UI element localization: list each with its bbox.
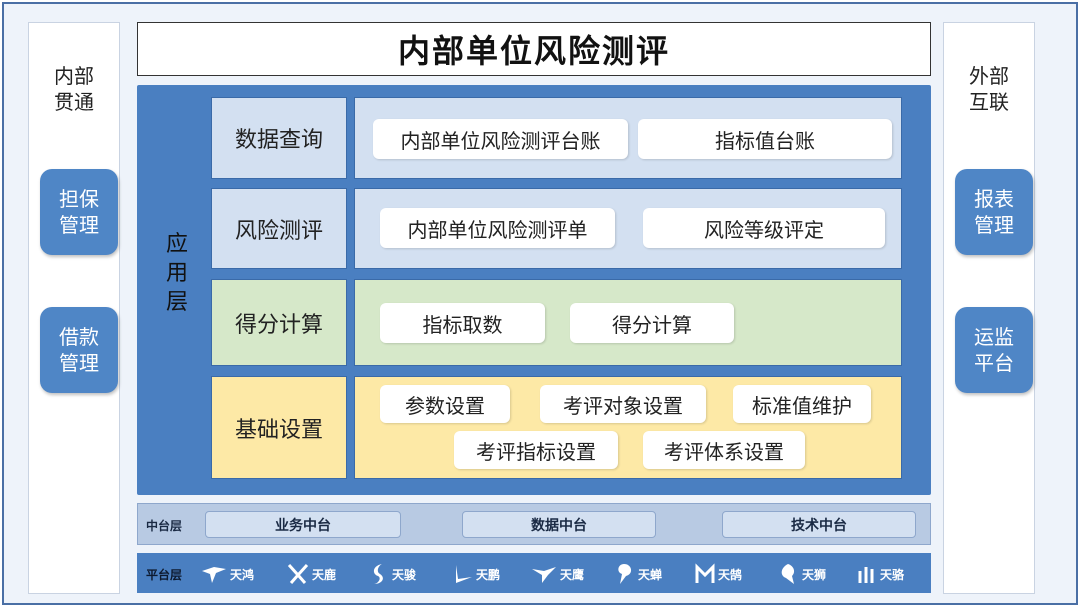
platform-layer: [137, 553, 931, 593]
chip-risk-assessment-ledger[interactable]: 内部单位风险测评台账: [373, 119, 628, 159]
tianshi-logo-icon: [781, 564, 795, 584]
row-label-basic-settings: 基础设置: [211, 376, 347, 479]
platform-item-tianchan[interactable]: 天蝉: [612, 560, 662, 588]
chip-assessment-indicator-settings[interactable]: 考评指标设置: [454, 431, 618, 469]
platform-item-label: 天狮: [802, 567, 827, 582]
platform-item-label: 天鹄: [718, 567, 743, 582]
platform-item-tianshi[interactable]: 天狮: [776, 560, 826, 588]
platform-item-label: 天鹰: [560, 567, 585, 582]
platform-item-label: 天骆: [880, 567, 905, 582]
tianhong-logo-icon: [202, 567, 226, 583]
platform-item-tianhu[interactable]: 天鹄: [694, 560, 742, 588]
platform-item-tianlu[interactable]: 天鹿: [286, 560, 336, 588]
business-middle-platform[interactable]: 业务中台: [205, 511, 401, 538]
platform-item-tianluo[interactable]: 天骆: [856, 560, 904, 588]
application-layer-label: 应 用 层: [165, 232, 188, 315]
technology-middle-platform[interactable]: 技术中台: [722, 511, 916, 538]
chip-risk-assessment-form[interactable]: 内部单位风险测评单: [380, 208, 615, 248]
platform-item-label: 天鸿: [230, 567, 255, 582]
loan-management-button[interactable]: 借款 管理: [40, 307, 118, 393]
report-management-button[interactable]: 报表 管理: [955, 169, 1033, 255]
guarantee-management-button[interactable]: 担保 管理: [40, 169, 118, 255]
left-panel-title: 内部 贯通: [54, 64, 94, 114]
tianluo-logo-icon: [858, 567, 874, 583]
platform-item-label: 天骏: [392, 567, 417, 582]
row-label-risk-assessment: 风险测评: [211, 188, 347, 269]
chip-standard-value-maintenance[interactable]: 标准值维护: [733, 385, 871, 423]
middle-layer-label: 中台层: [146, 519, 183, 533]
platform-layer-label: 平台层: [146, 568, 183, 582]
tianchan-logo-icon: [618, 564, 632, 584]
data-middle-platform[interactable]: 数据中台: [462, 511, 656, 538]
platform-item-tianpeng[interactable]: 天鹏: [448, 560, 500, 588]
platform-item-tianhong[interactable]: 天鸿: [200, 560, 254, 588]
tianpeng-logo-icon: [456, 565, 472, 583]
platform-item-label: 天鹿: [312, 567, 337, 582]
chip-assessment-system-settings[interactable]: 考评体系设置: [643, 431, 805, 469]
right-panel-title: 外部 互联: [969, 64, 1009, 114]
platform-item-label: 天鹏: [476, 567, 501, 582]
platform-item-tianjun[interactable]: 天骏: [368, 560, 416, 588]
chip-parameter-settings[interactable]: 参数设置: [380, 385, 510, 423]
platform-item-tianying[interactable]: 天鹰: [530, 560, 584, 588]
chip-indicator-fetch[interactable]: 指标取数: [380, 303, 545, 343]
operation-monitor-platform-button[interactable]: 运监 平台: [955, 307, 1033, 393]
platform-item-label: 天蝉: [638, 567, 663, 582]
tianlu-logo-icon: [287, 563, 309, 584]
chip-risk-level-rating[interactable]: 风险等级评定: [643, 208, 885, 248]
chip-assessment-object-settings[interactable]: 考评对象设置: [540, 385, 706, 423]
tianying-logo-icon: [532, 567, 556, 583]
right-panel: 外部 互联 报表 管理 运监 平台: [943, 22, 1035, 594]
chip-indicator-value-ledger[interactable]: 指标值台账: [638, 119, 892, 159]
row-label-data-query: 数据查询: [211, 97, 347, 179]
tianjun-logo-icon: [373, 564, 383, 584]
chip-score-calculation[interactable]: 得分计算: [570, 303, 734, 343]
tianhu-logo-icon: [695, 563, 715, 583]
page-title: 内部单位风险测评: [137, 22, 931, 76]
row-label-score-calculation: 得分计算: [211, 279, 347, 366]
left-panel: 内部 贯通 担保 管理 借款 管理: [28, 22, 120, 594]
